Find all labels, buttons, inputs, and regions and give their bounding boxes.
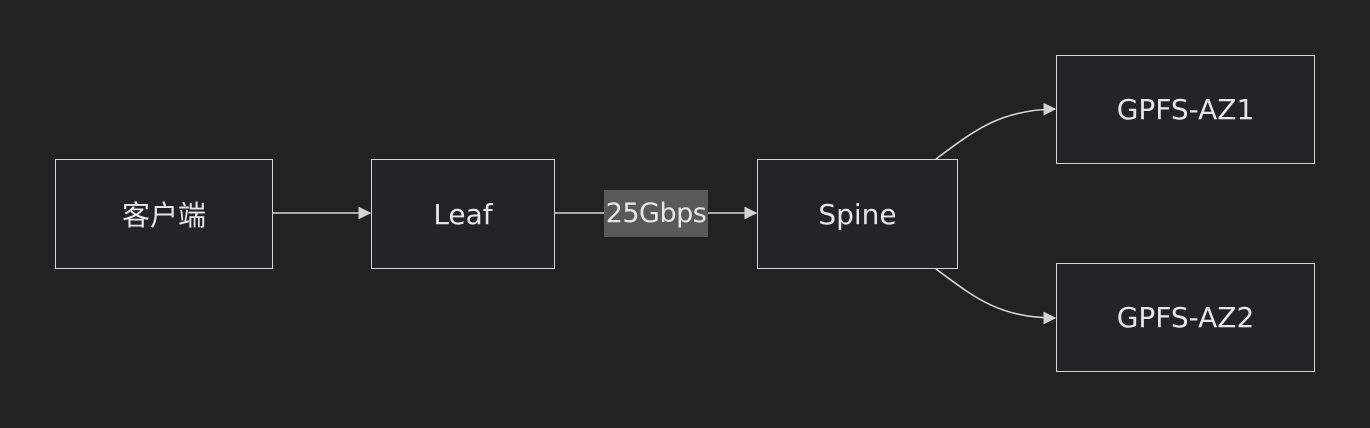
node-spine-label: Spine (818, 197, 897, 231)
node-client-label: 客户端 (121, 199, 206, 232)
node-leaf-label: Leaf (433, 197, 493, 231)
node-leaf[interactable]: Leaf (371, 159, 555, 269)
edge-spine-az1 (935, 102, 1057, 160)
node-client[interactable]: 客户端 (55, 159, 273, 269)
edge-spine-az2 (935, 268, 1057, 325)
node-spine[interactable]: Spine (757, 159, 958, 269)
edge-label-bandwidth: 25Gbps (604, 190, 708, 237)
node-gpfs-az2-label: GPFS-AZ2 (1116, 301, 1255, 334)
node-gpfs-az1[interactable]: GPFS-AZ1 (1056, 55, 1315, 164)
node-gpfs-az1-label: GPFS-AZ1 (1116, 93, 1255, 126)
node-gpfs-az2[interactable]: GPFS-AZ2 (1056, 263, 1315, 372)
